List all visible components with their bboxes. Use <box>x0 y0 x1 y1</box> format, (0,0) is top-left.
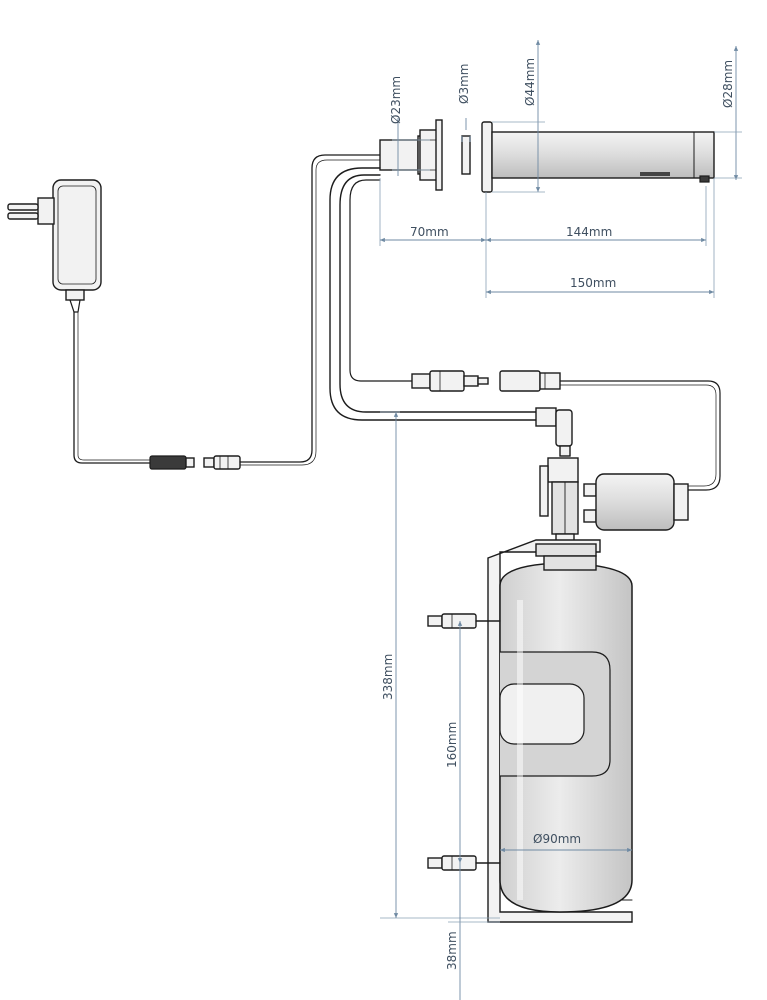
dim-label-d3: Ø3mm <box>457 64 471 104</box>
supply-tube <box>329 167 541 421</box>
dim-label-338: 338mm <box>381 654 395 700</box>
dim-label-70: 70mm <box>410 225 449 239</box>
pump-unit <box>539 457 689 549</box>
dim-label-38: 38mm <box>445 931 459 970</box>
dim-label-144: 144mm <box>566 225 612 239</box>
wall-screw-bottom <box>427 855 501 871</box>
sensor-connector <box>411 370 561 392</box>
dimension-lines <box>379 40 742 1000</box>
dim-label-d28: Ø28mm <box>721 60 735 108</box>
spout-assembly <box>379 119 715 193</box>
dim-label-160: 160mm <box>445 722 459 768</box>
power-cable <box>239 154 381 463</box>
dim-label-150: 150mm <box>570 276 616 290</box>
power-connector <box>149 455 241 470</box>
dim-label-d44: Ø44mm <box>523 58 537 106</box>
dim-label-d23: Ø23mm <box>389 76 403 124</box>
power-adapter <box>7 179 102 313</box>
dim-label-d90: Ø90mm <box>533 832 581 846</box>
soap-tank <box>499 555 633 913</box>
adapter-cable <box>73 311 151 464</box>
sensor-cable <box>349 179 413 382</box>
elbow-fitting <box>535 407 573 457</box>
